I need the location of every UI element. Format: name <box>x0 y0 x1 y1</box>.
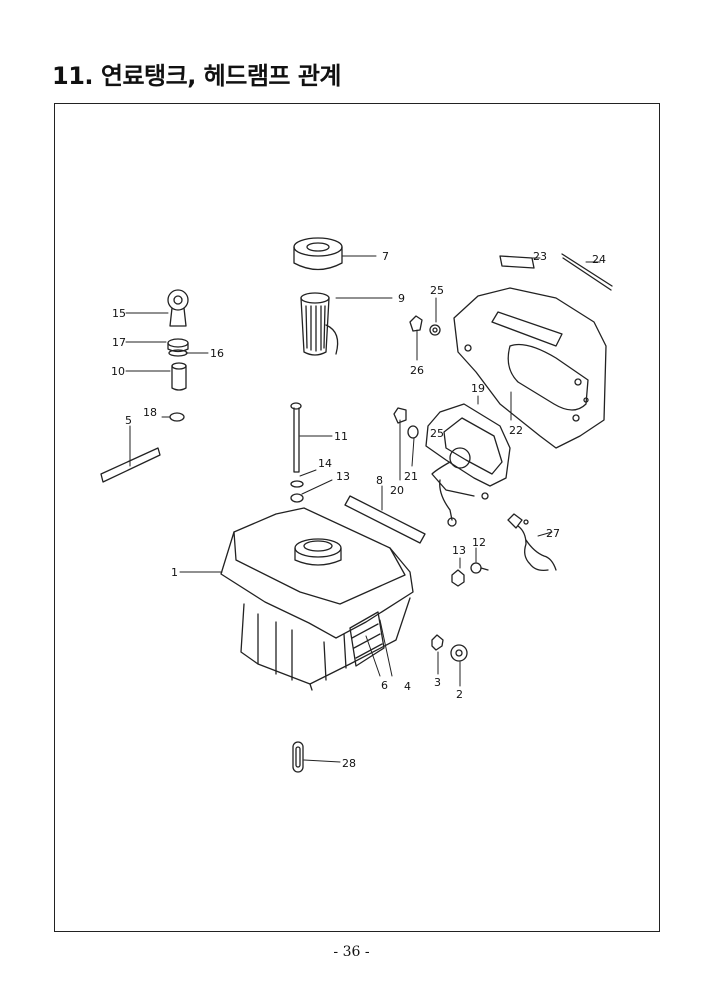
part-rubber-pad <box>344 495 426 544</box>
callout-15: 15 <box>112 307 126 320</box>
callout-23: 23 <box>533 250 547 263</box>
callout-14: 14 <box>318 457 332 470</box>
callout-12: 12 <box>472 536 486 549</box>
callout-22: 22 <box>509 424 523 437</box>
callout-1: 1 <box>171 566 178 579</box>
callout-9: 9 <box>398 292 405 305</box>
part-cable-tie <box>561 253 613 291</box>
part-washer-21 <box>407 425 419 439</box>
part-rubber-strip <box>100 447 161 483</box>
part-small-washer <box>169 412 185 422</box>
callout-2: 2 <box>456 688 463 701</box>
diagram-frame <box>54 103 660 932</box>
part-nut <box>167 338 189 353</box>
part-fuel-tank <box>220 507 414 691</box>
callout-25: 25 <box>430 284 444 297</box>
part-fuel-strainer <box>300 292 339 356</box>
callout-13: 13 <box>336 470 350 483</box>
part-nut-25 <box>429 324 441 336</box>
callout-25-lower: 25 <box>430 427 444 440</box>
callout-20: 20 <box>390 484 404 497</box>
page-number: - 36 - <box>333 944 370 960</box>
callout-11: 11 <box>334 430 348 443</box>
part-screw <box>470 562 489 574</box>
callout-10: 10 <box>111 365 125 378</box>
page-title: 11. 연료탱크, 헤드램프 관계 <box>52 62 342 90</box>
callout-18: 18 <box>143 406 157 419</box>
part-spring-washer <box>290 480 304 488</box>
callout-6: 6 <box>381 679 388 692</box>
part-flange-nut-large <box>450 644 468 662</box>
part-wire-harness <box>507 513 557 572</box>
callout-19: 19 <box>471 382 485 395</box>
callout-26: 26 <box>410 364 424 377</box>
part-flange-nut <box>290 493 304 503</box>
part-headlamp <box>425 403 511 527</box>
callout-21: 21 <box>404 470 418 483</box>
part-band-clip <box>292 741 304 773</box>
callout-7: 7 <box>382 250 389 263</box>
part-bolt-26 <box>409 315 423 332</box>
part-nut-small <box>431 634 444 651</box>
callout-13-headlamp: 13 <box>452 544 466 557</box>
part-collar <box>171 362 187 391</box>
callout-3: 3 <box>434 676 441 689</box>
callout-28: 28 <box>342 757 356 770</box>
callout-17: 17 <box>112 336 126 349</box>
part-hex-nut <box>451 569 465 587</box>
callout-5: 5 <box>125 414 132 427</box>
leader-lines <box>125 255 601 763</box>
part-bolt <box>393 407 407 424</box>
callout-4: 4 <box>404 680 411 693</box>
callout-27: 27 <box>546 527 560 540</box>
part-long-bolt <box>290 402 302 473</box>
callout-8: 8 <box>376 474 383 487</box>
part-fuel-cap <box>293 237 343 271</box>
callout-labels: 1 2 3 4 5 6 7 8 9 10 11 12 13 13 14 15 1… <box>111 250 606 770</box>
part-label-strip <box>499 255 535 269</box>
part-lamp-case <box>453 287 607 449</box>
callout-16: 16 <box>210 347 224 360</box>
callout-24: 24 <box>592 253 606 266</box>
part-eye-bolt <box>167 289 189 327</box>
